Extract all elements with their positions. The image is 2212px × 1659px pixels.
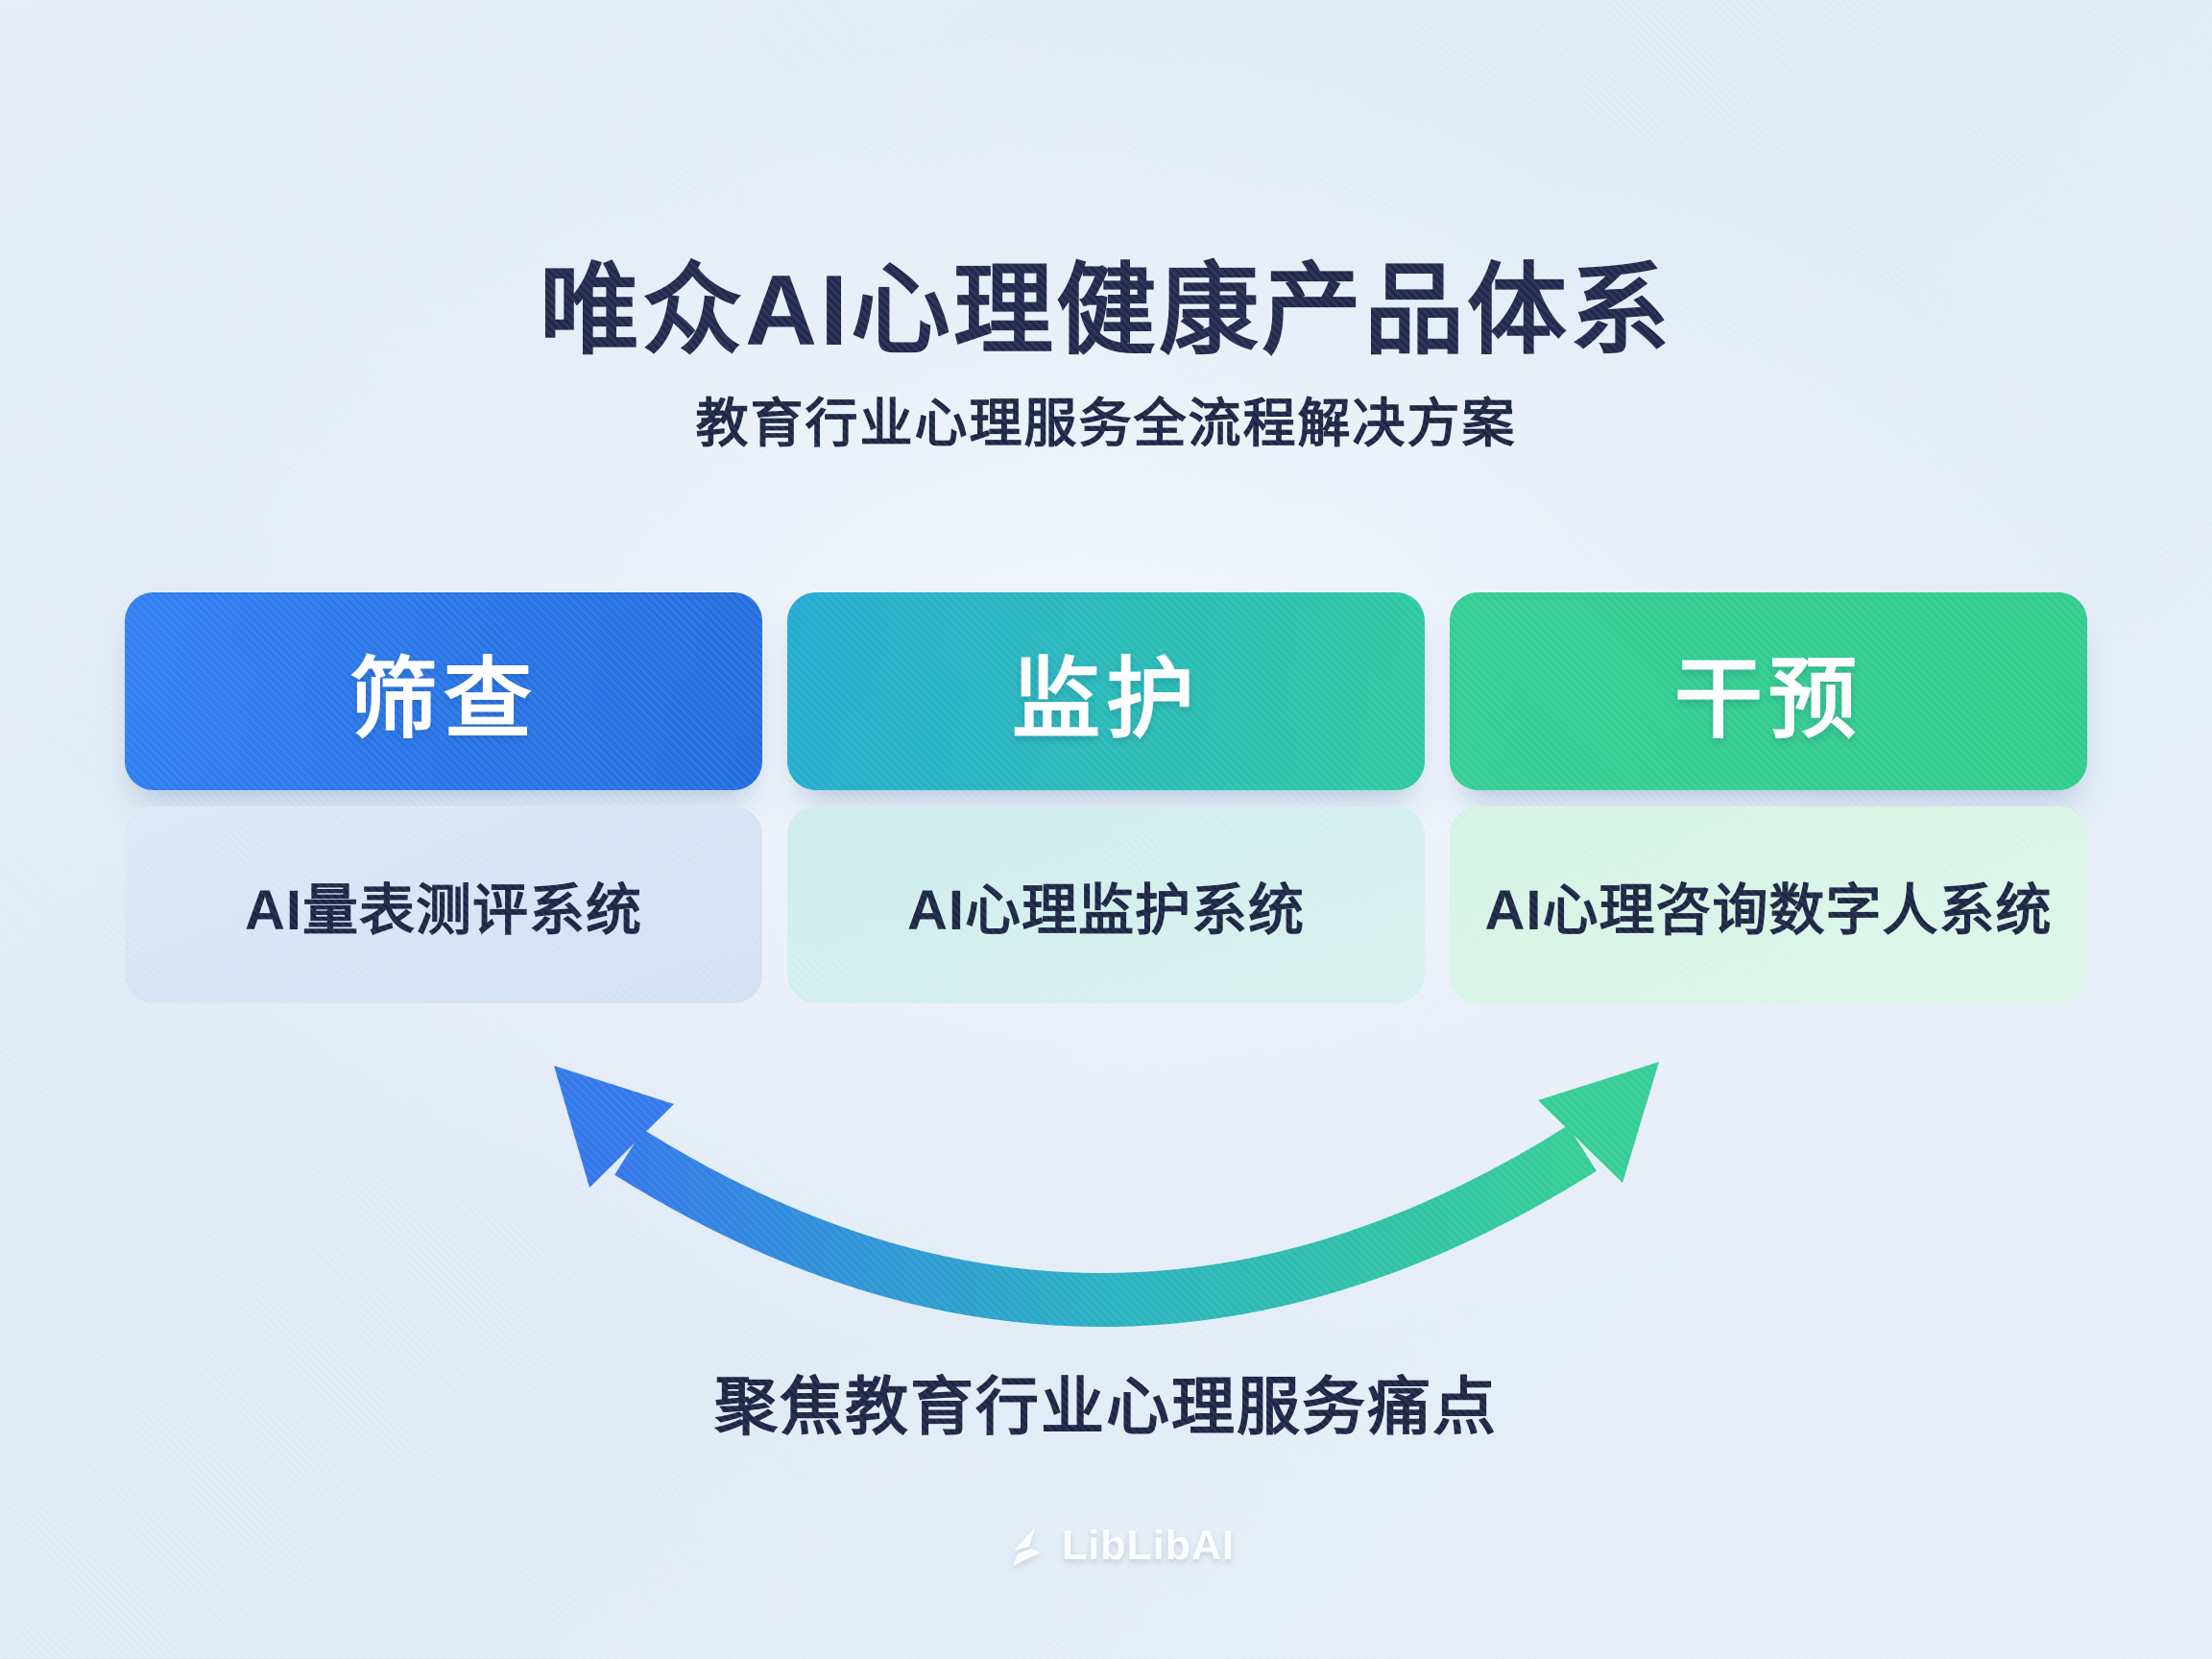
flow-arrowhead-left — [554, 1066, 674, 1188]
liblib-logo-icon — [1013, 1527, 1041, 1566]
stage-card-screening: 筛查 — [125, 592, 762, 790]
flow-arrowhead-right — [1538, 1062, 1659, 1183]
stage-header-row: 筛查 监护 干预 — [125, 592, 2087, 790]
system-card-monitor: AI心理监护系统 — [787, 806, 1425, 1003]
footer-caption: 聚焦教育行业心理服务痛点 — [714, 1371, 1498, 1442]
stage-card-intervention: 干预 — [1450, 592, 2087, 790]
watermark: LibLibAI — [1006, 1523, 1235, 1570]
page-title: 唯众AI心理健康产品体系 — [539, 255, 1672, 367]
system-card-assessment: AI量表测评系统 — [125, 806, 762, 1003]
watermark-label: LibLibAI — [1062, 1523, 1235, 1569]
system-card-digital-human: AI心理咨询数字人系统 — [1450, 806, 2087, 1003]
flow-arrow-arc — [614, 1125, 1597, 1327]
system-card-row: AI量表测评系统 AI心理监护系统 AI心理咨询数字人系统 — [125, 806, 2087, 1003]
page-subtitle: 教育行业心理服务全流程解决方案 — [695, 394, 1517, 453]
stage-card-monitoring: 监护 — [787, 592, 1425, 790]
